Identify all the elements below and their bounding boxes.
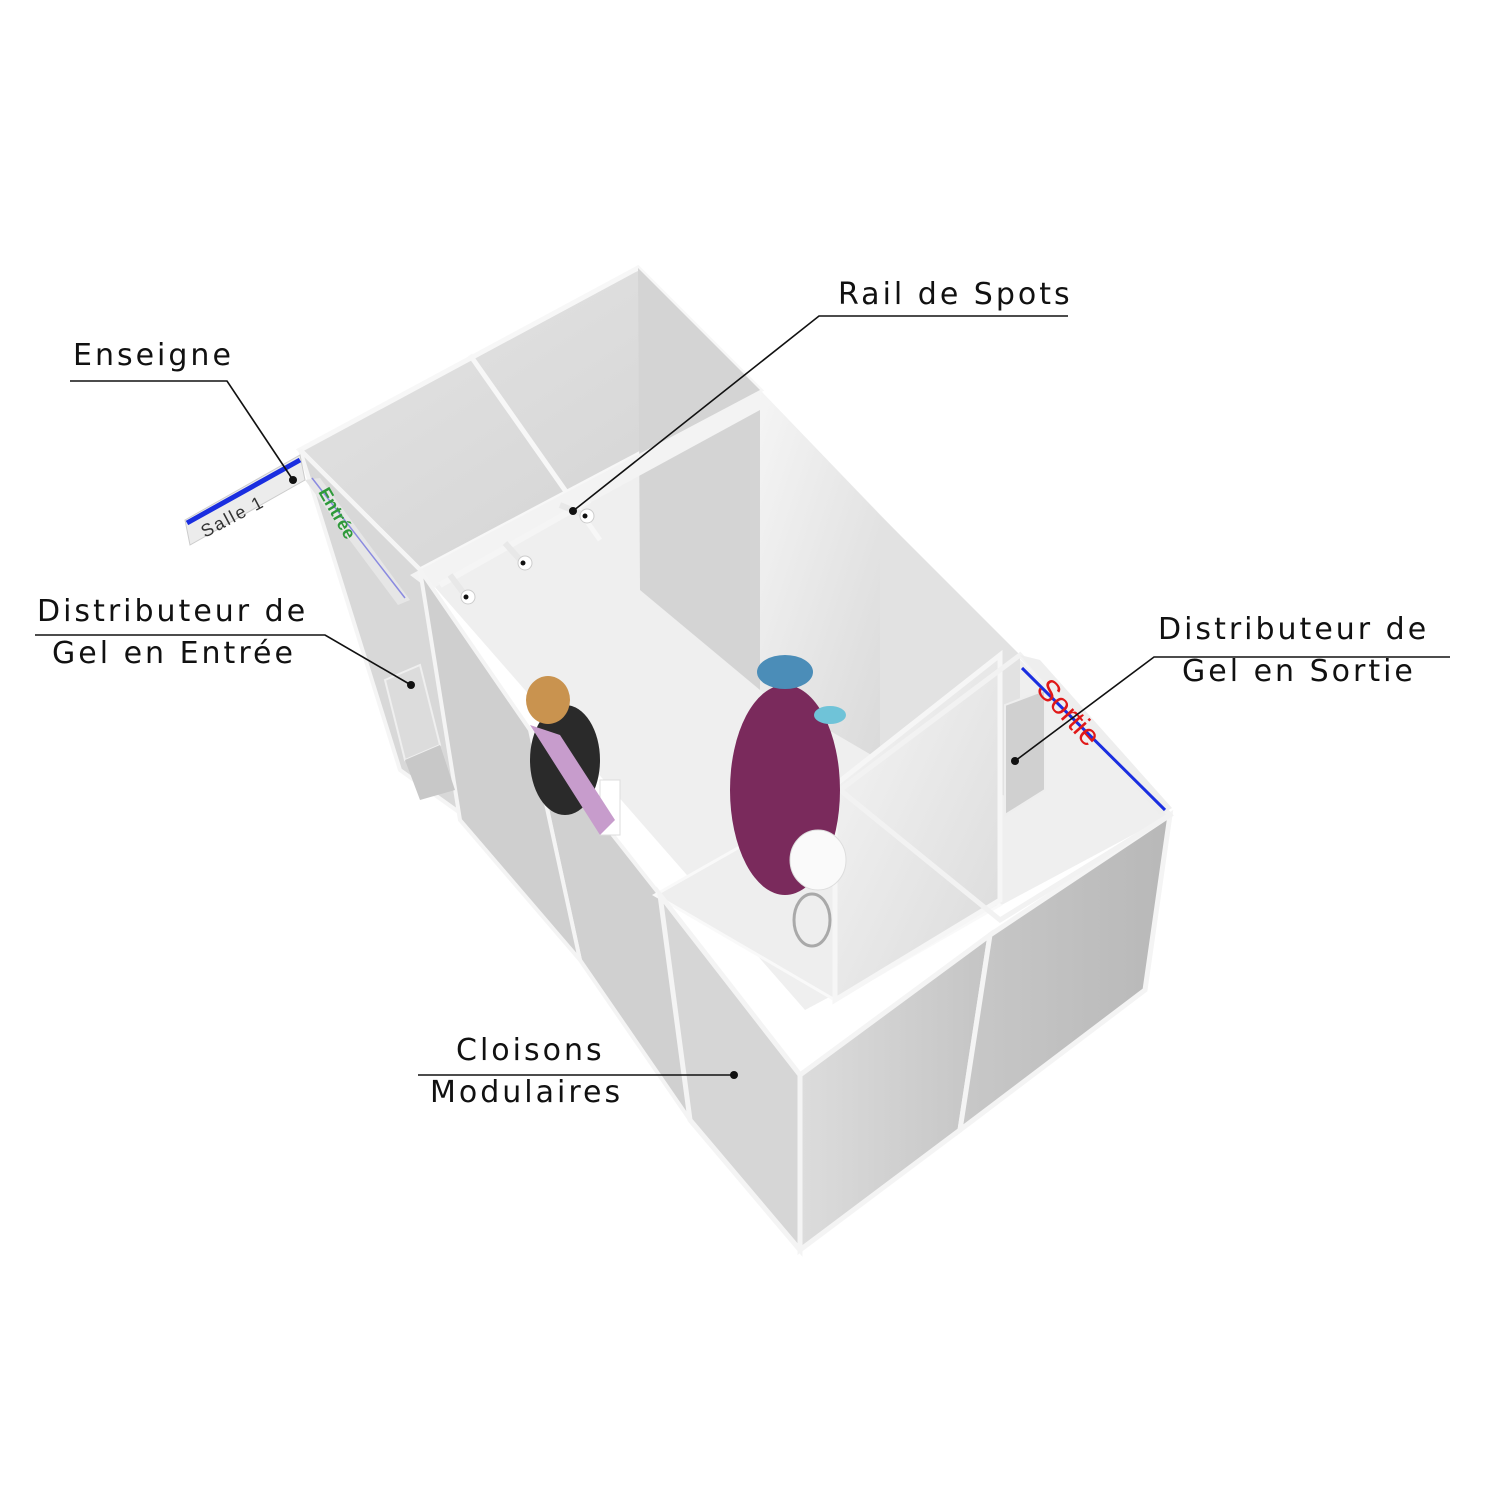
callout-gel-entree-line1: Distributeur de <box>37 594 309 629</box>
callout-gel-entree-line2: Gel en Entrée <box>52 636 296 671</box>
callout-cloisons-line2: Modulaires <box>430 1075 624 1110</box>
leader-rail-spots <box>572 315 1068 512</box>
doctor-figure <box>730 655 847 948</box>
booth-structure <box>295 264 1174 1257</box>
inner-back-wall <box>638 268 760 690</box>
leader-enseigne <box>70 380 294 481</box>
leader-gel-sortie <box>1014 656 1450 762</box>
patient-figure <box>526 676 621 836</box>
front-wall-right <box>956 809 1174 1136</box>
callout-enseigne: Enseigne <box>73 341 234 371</box>
divider-wall <box>410 390 760 590</box>
callout-gel-entree: Distributeur de Gel en Entrée <box>37 597 308 669</box>
callout-rail-spots-line1: Rail de Spots <box>838 277 1073 312</box>
callout-gel-sortie-line2: Gel en Sortie <box>1182 654 1416 689</box>
stool <box>789 829 847 948</box>
spot-icon <box>447 573 476 605</box>
leader-gel-entree <box>35 634 412 686</box>
callout-gel-sortie: Distributeur de Gel en Sortie <box>1158 615 1429 687</box>
callout-enseigne-line1: Enseigne <box>73 338 234 373</box>
middle-partition-panel <box>832 649 1003 1005</box>
leader-lines <box>35 315 1450 1079</box>
room-sign: Salle 1 <box>184 454 306 546</box>
spot-icon <box>502 540 533 571</box>
callout-rail-spots: Rail de Spots <box>838 280 1073 310</box>
spots-rail <box>438 497 595 605</box>
callout-cloisons-line1: Cloisons <box>456 1033 605 1068</box>
gel-exit-box <box>1004 688 1046 817</box>
callout-gel-sortie-line1: Distributeur de <box>1158 612 1430 647</box>
left-room-lower-panel <box>418 568 582 962</box>
callout-cloisons: Cloisons Modulaires <box>430 1036 623 1108</box>
